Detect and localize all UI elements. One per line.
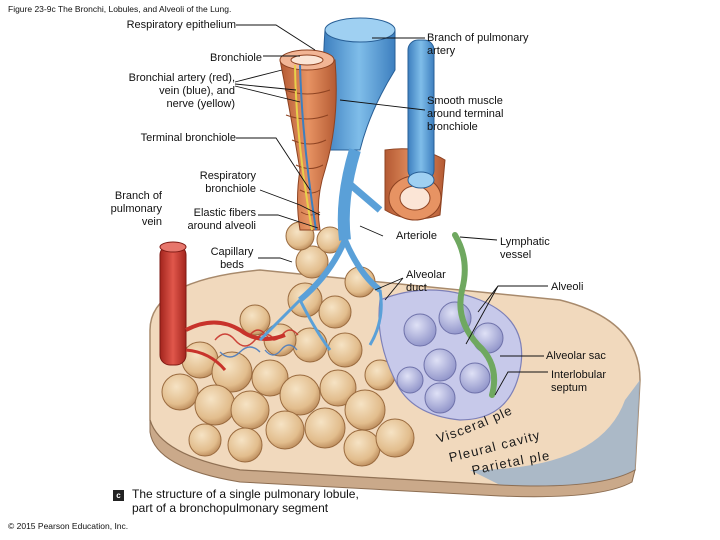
label-smooth-muscle: Smooth muscle around terminal bronchiole <box>427 95 504 133</box>
lymphatic-vessel <box>452 232 498 398</box>
label-alveolar-duct: Alveolar duct <box>406 269 446 294</box>
label-respiratory-bronchiole: Respiratory bronchiole <box>199 170 256 195</box>
figure-title: Figure 23-9c The Bronchi, Lobules, and A… <box>8 4 232 14</box>
pulmonary-vein-branch <box>159 241 286 371</box>
pulmonary-artery-branch <box>258 17 396 351</box>
label-alveoli: Alveoli <box>551 281 584 293</box>
bronchiole-tube <box>279 49 337 231</box>
label-alveolar-sac: Alveolar sac <box>546 350 606 362</box>
label-arteriole: Arteriole <box>396 230 437 242</box>
caption-badge: c <box>113 490 124 501</box>
label-lymphatic-vessel: Lymphatic vessel <box>500 236 550 261</box>
alveolar-sac <box>378 289 523 421</box>
leader-lines <box>234 24 548 396</box>
label-elastic-fibers: Elastic fibers around alveoli <box>187 207 257 232</box>
label-capillary-beds: Capillary beds <box>210 246 254 271</box>
label-bronchiole: Bronchiole <box>210 52 262 64</box>
label-terminal-bronchiole: Terminal bronchiole <box>140 132 236 144</box>
label-branch-pulmonary-vein: Branch of pulmonary vein <box>110 190 162 228</box>
label-respiratory-epithelium: Respiratory epithelium <box>126 19 236 31</box>
copyright-notice: © 2015 Pearson Education, Inc. <box>8 521 129 531</box>
label-bronchial-vessels: Bronchial artery (red), vein (blue), and… <box>128 72 235 110</box>
figure-caption: The structure of a single pulmonary lobu… <box>132 487 359 515</box>
label-branch-pulmonary-artery: Branch of pulmonary artery <box>427 32 529 57</box>
label-interlobular-septum: Interlobular septum <box>551 369 607 394</box>
smooth-muscle-ring <box>384 39 446 221</box>
